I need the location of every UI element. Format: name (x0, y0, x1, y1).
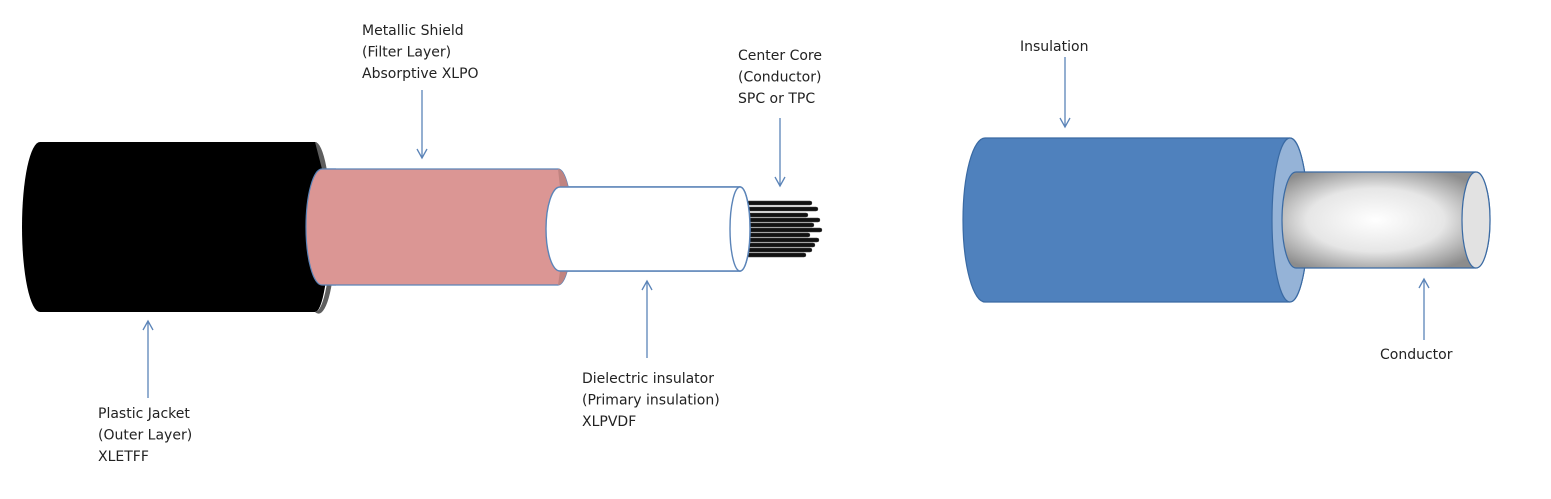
metallic-shield-label-line-2: (Filter Layer) (362, 45, 451, 61)
labels: Plastic Jacket (Outer Layer) XLETFF Meta… (98, 23, 1453, 465)
conductor-layer (1281, 171, 1491, 269)
plastic-jacket-label-line-1: Plastic Jacket (98, 406, 190, 422)
left-cable (22, 142, 823, 314)
metallic-shield-layer (305, 168, 573, 286)
plastic-jacket-label-line-2: (Outer Layer) (98, 428, 192, 444)
conductor-label-line-1: Conductor (1380, 347, 1453, 363)
center-core-label-line-1: Center Core (738, 48, 822, 64)
insulation-label: Insulation (1020, 39, 1088, 55)
plastic-jacket-label-line-3: XLETFF (98, 449, 149, 465)
insulation-label-line-1: Insulation (1020, 39, 1088, 55)
metallic-shield-left-end (306, 169, 336, 285)
center-core-label-line-2: (Conductor) (738, 70, 821, 86)
dielectric-insulator-end-face-outline (729, 186, 751, 272)
dielectric-insulator-edge (545, 186, 741, 272)
conductor-end-face (1461, 171, 1491, 269)
conductor-strand (737, 206, 819, 212)
conductor-strand (737, 200, 813, 206)
dielectric-insulator-label-line-3: XLPVDF (582, 414, 636, 430)
dielectric-insulator-label-line-1: Dielectric insulator (582, 371, 714, 387)
dielectric-insulator-label-line-2: (Primary insulation) (582, 393, 720, 409)
metallic-shield-left-outline (305, 168, 336, 286)
right-cable (962, 137, 1491, 303)
metallic-shield-label-line-1: Metallic Shield (362, 23, 464, 39)
metallic-shield-label: Metallic Shield (Filter Layer) Absorptiv… (362, 23, 479, 82)
dielectric-insulator-label: Dielectric insulator (Primary insulation… (582, 371, 724, 430)
center-core-label-line-3: SPC or TPC (738, 91, 815, 107)
insulation-layer (962, 137, 1309, 303)
center-core-label: Center Core (Conductor) SPC or TPC (738, 48, 826, 107)
metallic-shield-label-line-3: Absorptive XLPO (362, 66, 479, 82)
plastic-jacket-layer (22, 142, 329, 312)
conductor-label: Conductor (1380, 347, 1453, 363)
callout-arrows (142, 57, 1430, 398)
plastic-jacket-label: Plastic Jacket (Outer Layer) XLETFF (98, 406, 197, 465)
